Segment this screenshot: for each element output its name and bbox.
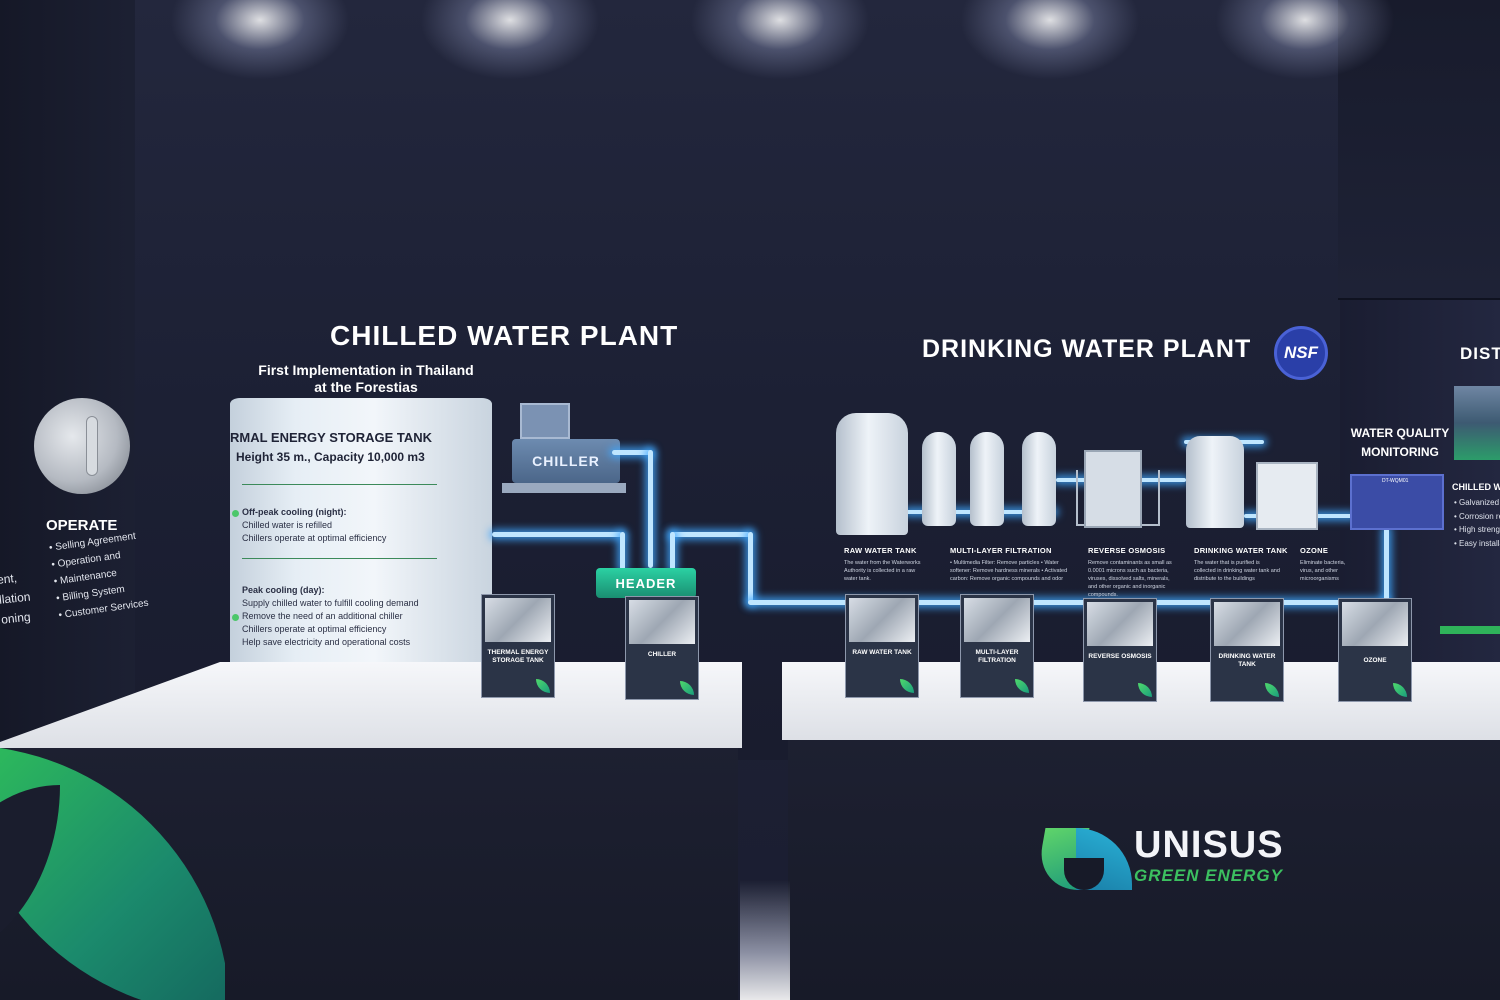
stage-desc: • Multimedia Filter: Remove particles • … xyxy=(950,560,1068,582)
stage-desc: Remove contaminants as small as 0.0001 m… xyxy=(1088,560,1172,598)
thermal-storage-tank: RMAL ENERGY STORAGE TANK Height 35 m., C… xyxy=(230,398,492,700)
stage-label: REVERSE OSMOSIS xyxy=(1088,546,1166,555)
distribution-panel-title: CHILLED W xyxy=(1452,482,1500,492)
brochure-card[interactable]: THERMAL ENERGY STORAGE TANK xyxy=(481,594,555,698)
green-strip xyxy=(1440,626,1500,634)
tank-spec: Height 35 m., Capacity 10,000 m3 xyxy=(236,450,425,464)
filter-vessel xyxy=(1022,432,1056,526)
pipe xyxy=(748,600,1388,605)
pipe xyxy=(492,532,622,537)
left-wall xyxy=(0,0,150,740)
drinking-water-title: DRINKING WATER PLANT xyxy=(922,335,1252,363)
pipe xyxy=(670,532,750,537)
header-manifold: HEADER xyxy=(596,568,696,598)
ozone-illustration xyxy=(1256,462,1318,530)
operate-list: Selling Agreement Operation and Maintena… xyxy=(48,527,150,624)
brochure-card[interactable]: DRINKING WATER TANK xyxy=(1210,598,1284,702)
distribution-title: DIST xyxy=(1460,344,1500,363)
peak-block: Peak cooling (day): Supply chilled water… xyxy=(242,585,419,647)
chiller-control-box xyxy=(520,403,570,439)
operate-photo xyxy=(34,398,130,494)
chilled-water-title: CHILLED WATER PLANT xyxy=(330,320,679,351)
brochure-card[interactable]: REVERSE OSMOSIS xyxy=(1083,598,1157,702)
leaf-icon xyxy=(1265,683,1279,697)
distribution-list: Galvanized Corrosion re High streng Easy… xyxy=(1454,496,1500,550)
brochure-card[interactable]: MULTI-LAYER FILTRATION xyxy=(960,594,1034,698)
faucet-icon xyxy=(86,416,98,476)
chiller-base xyxy=(502,483,626,493)
chiller-illustration: CHILLER xyxy=(502,403,626,493)
chilled-subtitle: First Implementation in Thailand at the … xyxy=(258,362,474,395)
pipe xyxy=(612,450,652,455)
distribution-photo xyxy=(1454,386,1500,460)
chiller-label: CHILLER xyxy=(512,439,620,483)
drinking-water-tank-illustration xyxy=(1186,436,1244,528)
filter-vessel xyxy=(922,432,956,526)
brand-tagline: GREEN ENERGY xyxy=(1134,866,1283,885)
stage-label: RAW WATER TANK xyxy=(844,546,917,555)
pipe xyxy=(670,532,675,570)
pipe xyxy=(748,532,753,604)
bullet-icon xyxy=(232,614,239,621)
brochure-card[interactable]: CHILLER xyxy=(625,596,699,700)
brand-name: UNISUS xyxy=(1134,824,1284,866)
stage-desc: Eliminate bacteria, virus, and other mic… xyxy=(1300,560,1346,582)
divider xyxy=(242,484,437,485)
unisus-logo: UNISUS GREEN ENERGY xyxy=(1034,822,1310,902)
stage-label: MULTI-LAYER FILTRATION xyxy=(950,546,1052,555)
stage-label: OZONE xyxy=(1300,546,1329,555)
list-item: Galvanized xyxy=(1454,496,1500,510)
brochure-card[interactable]: RAW WATER TANK xyxy=(845,594,919,698)
leaf-icon xyxy=(1015,679,1029,693)
stage-label: DRINKING WATER TANK xyxy=(1194,546,1288,555)
stage-desc: The water that is purified is collected … xyxy=(1194,560,1280,582)
leaf-icon xyxy=(1138,683,1152,697)
stage-desc: The water from the Waterworks Authority … xyxy=(844,560,921,582)
list-item: Easy installa xyxy=(1454,537,1500,551)
leaf-icon xyxy=(680,681,694,695)
right-counter xyxy=(788,738,1500,1000)
leaf-icon xyxy=(900,679,914,693)
operate-title: OPERATE xyxy=(46,517,118,534)
leaf-icon xyxy=(536,679,550,693)
bullet-icon xyxy=(232,510,239,517)
water-quality-title: WATER QUALITY MONITORING xyxy=(1350,426,1450,459)
water-quality-monitor: DT-WQM01 xyxy=(1350,474,1444,530)
leaf-icon xyxy=(1393,683,1407,697)
floor-light xyxy=(740,880,790,1000)
list-item: High streng xyxy=(1454,523,1500,537)
filter-vessel xyxy=(970,432,1004,526)
pipe xyxy=(1384,528,1389,604)
tank-title: RMAL ENERGY STORAGE TANK xyxy=(230,430,433,445)
nsf-logo: NSF xyxy=(1274,326,1328,380)
divider xyxy=(242,558,437,559)
reverse-osmosis-illustration xyxy=(1084,450,1142,528)
list-item: Corrosion re xyxy=(1454,510,1500,524)
brochure-card[interactable]: OZONE xyxy=(1338,598,1412,702)
offpeak-block: Off-peak cooling (night): Chilled water … xyxy=(242,507,387,543)
raw-water-tank-illustration xyxy=(836,413,908,535)
pipe xyxy=(620,532,625,570)
pipe xyxy=(648,450,653,568)
leaf-graphic xyxy=(0,745,225,1000)
